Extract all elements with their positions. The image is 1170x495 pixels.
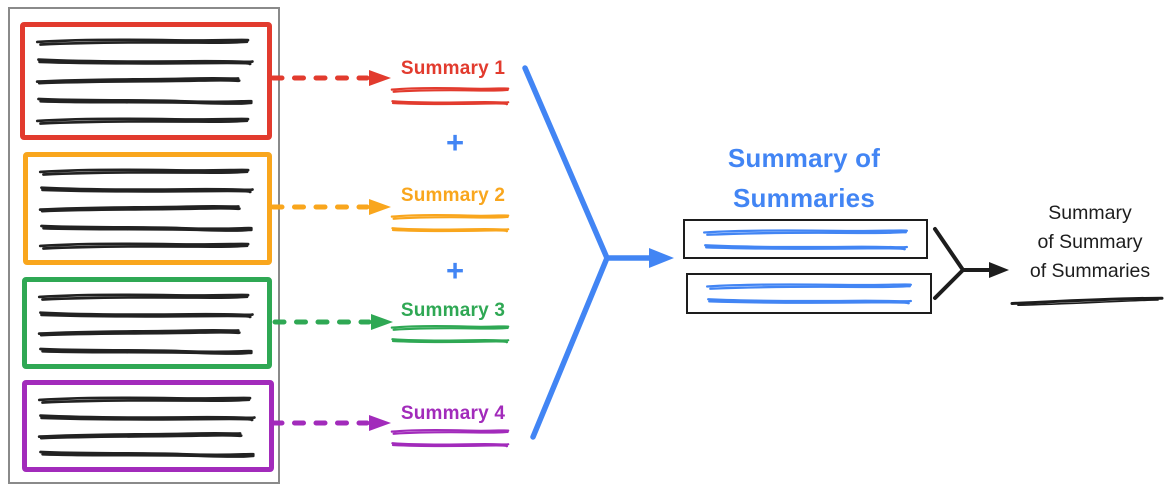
merge-arrow-icon [522,65,674,440]
summary-3-scribbles [390,323,510,345]
summary-4-scribbles [390,427,510,449]
document-box-3 [22,277,272,369]
document-box-2 [23,152,272,265]
final-summary-label-line3: of Summaries [1029,260,1151,282]
summary-2-label: Summary 2 [400,185,506,206]
dashed-arrow-icon-4 [270,414,394,432]
final-summary-label-line2: of Summary [1037,231,1143,253]
plus-sign-1: + [445,125,465,160]
document-box-4 [22,380,274,472]
source-documents-frame [8,7,280,484]
summary-3-label: Summary 3 [400,300,506,321]
final-summary-label: Summary of Summary of Summaries [1014,199,1166,286]
document-4-text-scribbles [27,385,269,467]
summary-of-summaries-title: Summary of Summaries [664,138,944,218]
summary-of-summaries-box-2-scribbles [688,275,930,312]
plus-sign-2: + [445,253,465,288]
summary-1-label: Summary 1 [400,58,506,79]
summary-of-summaries-title-line1: Summary of [727,143,881,173]
summary-of-summaries-box-2 [686,273,932,314]
merge-bracket-arrow-icon [933,227,1009,300]
document-1-text-scribbles [25,27,267,135]
summary-of-summaries-box-1-scribbles [685,221,926,257]
document-3-text-scribbles [27,282,267,364]
document-2-text-scribbles [28,157,267,260]
final-summary-scribble [1010,296,1164,306]
summary-of-summaries-box-1 [683,219,928,259]
dashed-arrow-icon-1 [270,69,394,87]
dashed-arrow-icon-3 [272,313,396,331]
summary-2-scribbles [390,212,510,234]
final-summary-label-line1: Summary [1048,202,1132,224]
summary-4-label: Summary 4 [400,403,506,424]
summary-1-scribbles [390,85,510,107]
document-box-1 [20,22,272,140]
dashed-arrow-icon-2 [270,198,394,216]
summary-of-summaries-title-line2: Summaries [733,183,875,213]
